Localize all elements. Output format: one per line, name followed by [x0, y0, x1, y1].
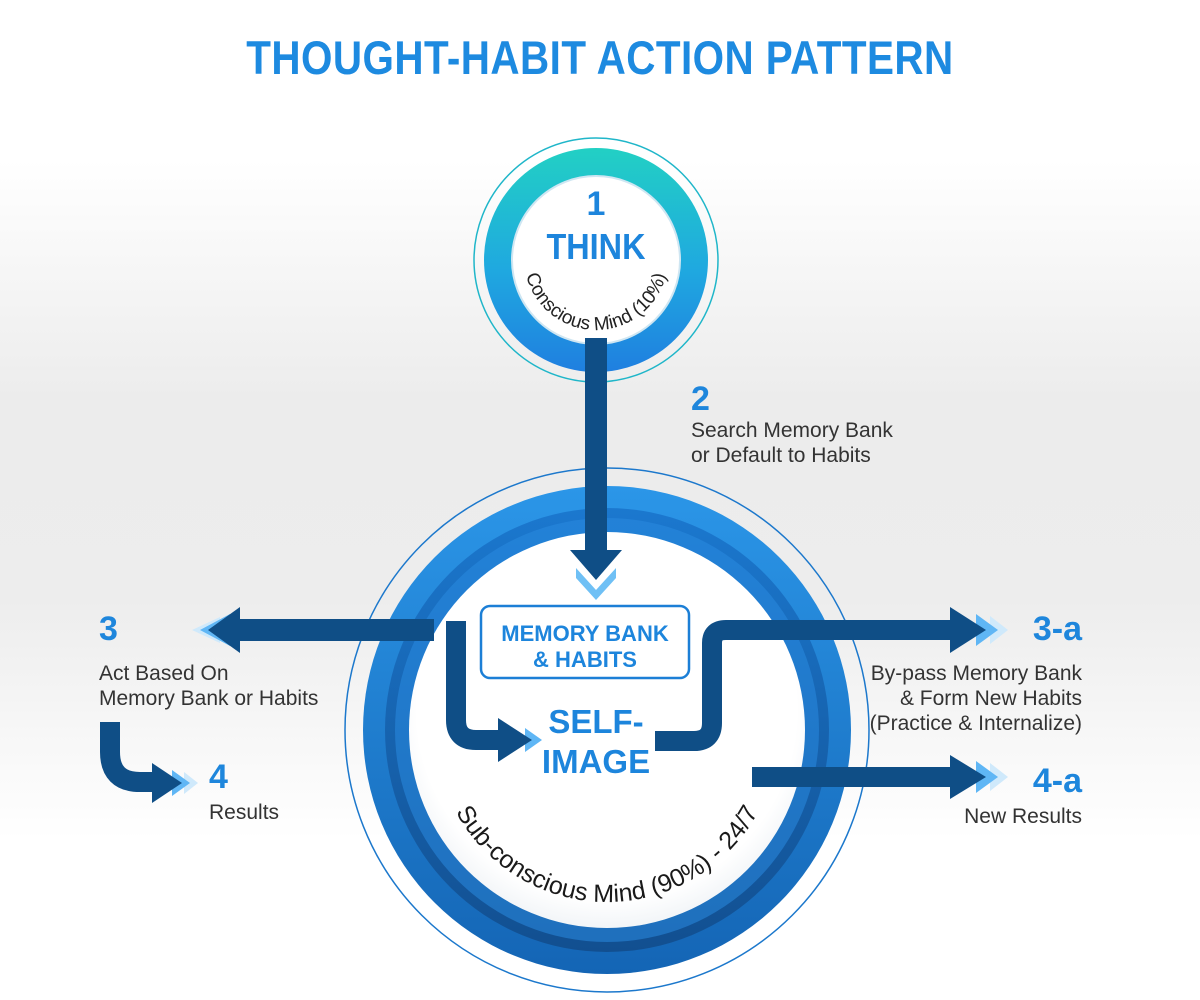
self-image-line2: IMAGE: [542, 743, 650, 780]
step2-block: 2 Search Memory Bank or Default to Habit…: [691, 380, 893, 468]
arrow-to-step4a: [752, 755, 1008, 799]
step3a-line3: (Practice & Internalize): [869, 712, 1082, 735]
step3-line2: Memory Bank or Habits: [99, 687, 319, 710]
self-image-line1: SELF-: [548, 703, 643, 740]
arrow-step3-to-step4: [100, 722, 198, 803]
step2-line2: or Default to Habits: [691, 444, 871, 467]
step4a-line1: New Results: [964, 805, 1082, 828]
step4a-number: 4-a: [1032, 762, 1082, 800]
think-number: 1: [587, 185, 606, 223]
step2-number: 2: [691, 380, 710, 418]
memory-bank-line1: MEMORY BANK: [501, 621, 669, 646]
arrow-to-step3a: [655, 607, 1008, 751]
step3a-line2: & Form New Habits: [899, 687, 1082, 710]
step3a-number: 3-a: [1032, 610, 1082, 648]
step2-line1: Search Memory Bank: [691, 419, 893, 442]
step3-block: 3 Act Based On Memory Bank or Habits: [99, 610, 318, 711]
step4-number: 4: [209, 758, 228, 796]
arrow-think-to-memory: [570, 338, 622, 600]
think-label: THINK: [547, 227, 646, 267]
memory-bank-line2: & HABITS: [533, 647, 637, 672]
step3a-line1: By-pass Memory Bank: [870, 662, 1082, 685]
step4-block: 4 Results: [209, 758, 279, 825]
step3-number: 3: [99, 610, 118, 648]
memory-bank-box: [479, 604, 691, 680]
step3-line1: Act Based On: [99, 662, 229, 685]
step3a-block: 3-a By-pass Memory Bank & Form New Habit…: [870, 610, 1082, 736]
arrow-memory-to-selfimage: [446, 621, 542, 762]
step4-line1: Results: [209, 801, 280, 824]
arrow-to-step3: [192, 607, 434, 653]
page-title: THOUGHT-HABIT ACTION PATTERN: [246, 31, 954, 84]
step4a-block: 4-a New Results: [964, 762, 1082, 829]
